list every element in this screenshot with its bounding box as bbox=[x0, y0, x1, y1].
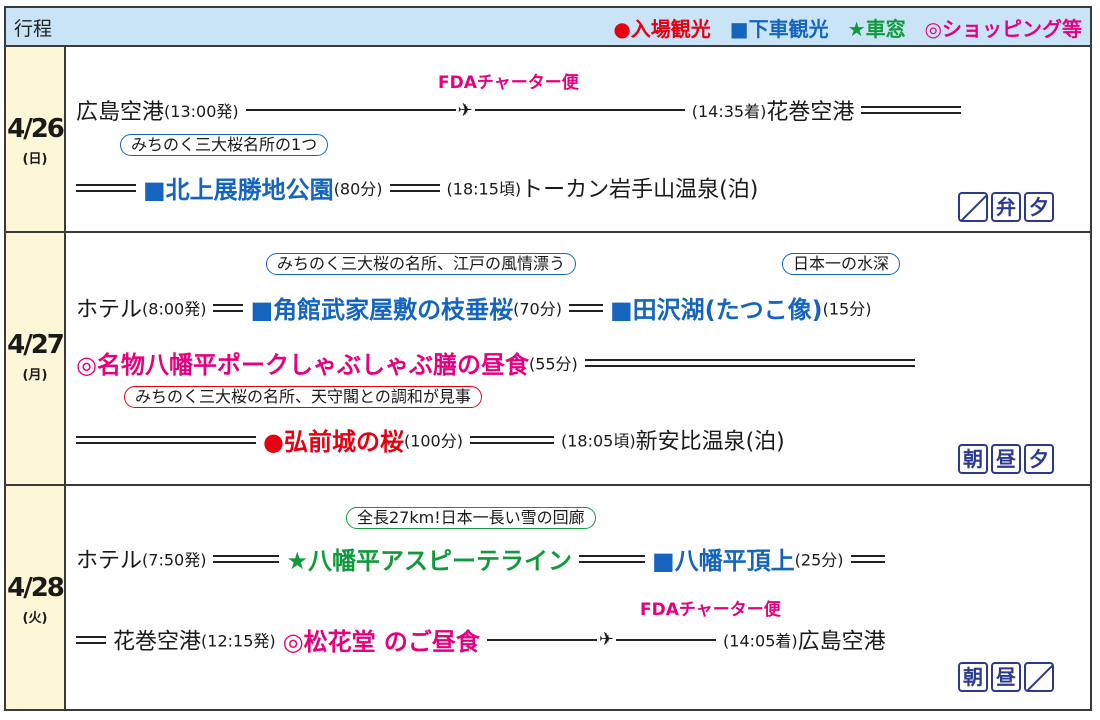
departure-time: (13:00発) bbox=[164, 102, 239, 121]
route-line bbox=[245, 109, 456, 111]
day1-meals: 弁 夕 bbox=[958, 192, 1054, 222]
arrival-time: (18:15頃) bbox=[446, 179, 522, 199]
day1-date: 4/26 bbox=[7, 114, 65, 144]
day2-note-kakunodate: みちのく三大桜の名所、江戸の風情漂う bbox=[266, 253, 577, 275]
meal-dinner-icon: 夕 bbox=[1024, 192, 1054, 222]
meal-lunch-icon: 昼 bbox=[991, 444, 1021, 474]
row-divider bbox=[6, 231, 1090, 233]
day3-note-snow-corridor: 全長27km!日本一長い雪の回廊 bbox=[346, 507, 596, 529]
date-column bbox=[6, 47, 66, 709]
hotel: トーカン岩手山温泉(泊) bbox=[521, 177, 759, 203]
route-line bbox=[474, 109, 685, 111]
destination: 花巻空港 bbox=[766, 100, 855, 125]
day2-weekday: (月) bbox=[22, 368, 48, 383]
arrival-time: (18:05頃) bbox=[560, 431, 636, 451]
lunch-hachimantai-pork: ◎名物八幡平ポークしゃぶしゃぶ膳の昼食 bbox=[76, 351, 529, 379]
day3-weekday: (火) bbox=[22, 611, 48, 626]
meal-dinner-icon: 夕 bbox=[1024, 444, 1054, 474]
meal-bento-icon: 弁 bbox=[991, 192, 1021, 222]
departure-time: (7:50発) bbox=[142, 550, 207, 570]
day2-line2: ◎名物八幡平ポークしゃぶしゃぶ膳の昼食(55分) bbox=[76, 345, 915, 380]
route-line bbox=[850, 554, 885, 563]
day3-charter-flight-label: FDAチャーター便 bbox=[640, 600, 781, 620]
route-line bbox=[486, 638, 597, 641]
meal-none-icon bbox=[1024, 662, 1054, 692]
day2-note-hirosaki: みちのく三大桜の名所、天守閣との調和が見事 bbox=[124, 386, 482, 408]
day1-line2: ■北上展勝地公園(80分) (18:15頃)トーカン岩手山温泉(泊) bbox=[76, 170, 758, 205]
route-line bbox=[76, 435, 256, 444]
day1-note: みちのく三大桜名所の1つ bbox=[120, 134, 329, 156]
duration: (80分) bbox=[333, 179, 383, 199]
legend: ●入場観光 ■下車観光 ★車窓 ◎ショッピング等 bbox=[601, 13, 1082, 42]
arrival-time: (14:05着) bbox=[723, 631, 798, 651]
duration: (100分) bbox=[403, 431, 463, 451]
day2-date: 4/27 bbox=[7, 330, 65, 360]
day3-date: 4/28 bbox=[7, 573, 65, 603]
legend-entry-sightseeing: ●入場観光 bbox=[613, 17, 711, 41]
meal-breakfast-icon: 朝 bbox=[958, 662, 988, 692]
route-line bbox=[616, 638, 717, 641]
day2-note-tazawako: 日本一の水深 bbox=[782, 253, 901, 275]
route-line bbox=[213, 303, 244, 312]
route-line bbox=[584, 358, 915, 367]
destination: 広島空港 bbox=[797, 629, 886, 655]
sight-hirosaki-castle: ●弘前城の桜 bbox=[263, 428, 404, 456]
route-line bbox=[389, 183, 440, 192]
sight-kitakami-tenshochi: ■北上展勝地公園 bbox=[143, 176, 334, 204]
route-line bbox=[76, 635, 106, 644]
route-line bbox=[213, 554, 280, 563]
legend-shopping: ◎ショッピング等 bbox=[924, 17, 1082, 41]
departure-time: (8:00発) bbox=[142, 299, 207, 319]
header-title: 行程 bbox=[14, 18, 53, 40]
sight-aspite-line: ★八幡平アスピーテライン bbox=[286, 547, 572, 575]
day1-weekday: (日) bbox=[22, 152, 48, 167]
day2-line1: ホテル(8:00発) ■角館武家屋敷の枝垂桜(70分) ■田沢湖(たつこ像)(1… bbox=[76, 290, 871, 325]
day1-charter-flight-label: FDAチャーター便 bbox=[438, 73, 579, 93]
origin: 広島空港 bbox=[76, 100, 165, 125]
airplane-icon: ✈ bbox=[598, 629, 615, 650]
route-line bbox=[578, 554, 645, 563]
duration: (15分) bbox=[822, 299, 872, 319]
route-line bbox=[568, 303, 603, 312]
row-divider bbox=[6, 484, 1090, 486]
hotel: 新安比温泉(泊) bbox=[635, 429, 785, 455]
duration: (70分) bbox=[513, 299, 562, 319]
arrival-time: (14:35着) bbox=[691, 102, 767, 121]
day2-line3: ●弘前城の桜(100分) (18:05頃)新安比温泉(泊) bbox=[76, 422, 785, 457]
itinerary-header: 行程 ●入場観光 ■下車観光 ★車窓 ◎ショッピング等 bbox=[6, 8, 1090, 47]
origin: ホテル bbox=[76, 297, 143, 323]
sight-tazawako: ■田沢湖(たつこ像) bbox=[609, 296, 823, 324]
sight-hachimantai-summit: ■八幡平頂上 bbox=[651, 547, 795, 575]
departure-time: (12:15発) bbox=[201, 631, 276, 651]
route-line bbox=[76, 183, 136, 192]
day2-meals: 朝 昼 夕 bbox=[958, 444, 1054, 474]
legend-drive-by-sightseeing: ■下車観光 bbox=[729, 17, 829, 41]
day1-line1: 広島空港(13:00発) ✈ (14:35着)花巻空港 bbox=[76, 94, 962, 126]
day3-meals: 朝 昼 bbox=[958, 662, 1054, 692]
day3-line2: 花巻空港(12:15発) ◎松花堂 のご昼食 ✈ (14:05着)広島空港 bbox=[76, 622, 886, 657]
meal-lunch-icon: 昼 bbox=[991, 662, 1021, 692]
meal-none-icon bbox=[958, 192, 988, 222]
itinerary-sheet: 行程 ●入場観光 ■下車観光 ★車窓 ◎ショッピング等 4/26 (日) FDA… bbox=[4, 6, 1092, 711]
lunch-shokado: ◎松花堂 のご昼食 bbox=[282, 628, 480, 656]
legend-window-view: ★車窓 bbox=[847, 17, 906, 41]
duration: (25分) bbox=[794, 550, 844, 570]
airport: 花巻空港 bbox=[113, 629, 202, 655]
duration: (55分) bbox=[528, 354, 578, 374]
day3-line1: ホテル(7:50発) ★八幡平アスピーテライン ■八幡平頂上(25分) bbox=[76, 541, 885, 576]
sight-kakunodate: ■角館武家屋敷の枝垂桜 bbox=[250, 296, 514, 324]
origin: ホテル bbox=[76, 548, 143, 574]
meal-breakfast-icon: 朝 bbox=[958, 444, 988, 474]
airplane-icon: ✈ bbox=[457, 99, 473, 121]
route-line bbox=[861, 106, 962, 114]
route-line bbox=[469, 435, 554, 444]
